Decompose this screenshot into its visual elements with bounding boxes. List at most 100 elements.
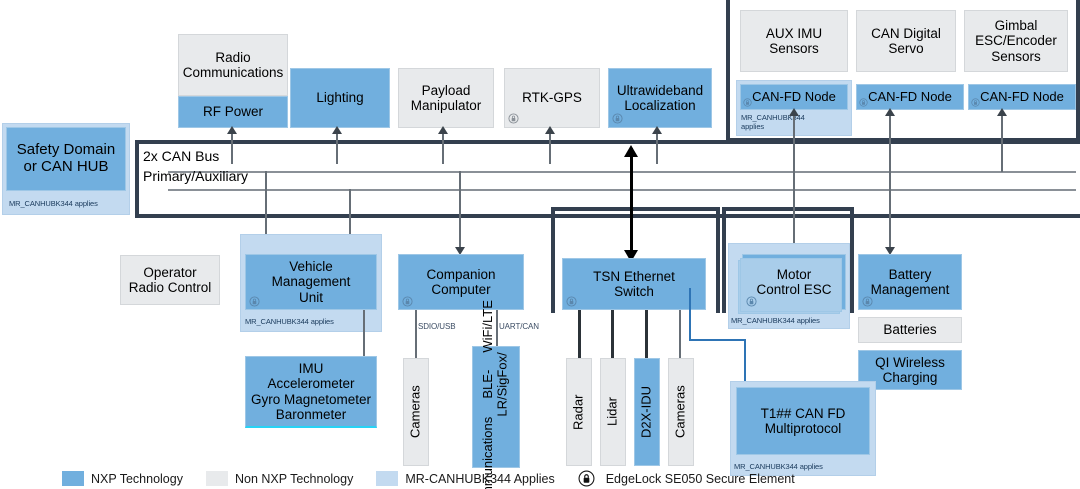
qi-wireless-charging-block[interactable]: QI Wireless Charging [858, 350, 962, 390]
ethernet-link-vertical-b [744, 339, 746, 381]
uwb-bus-line [656, 128, 658, 164]
imu-line-3: Gyro Magnetometer [250, 391, 372, 407]
companion-computer-block[interactable]: Companion Computer [398, 254, 524, 310]
rf-power-block[interactable]: RF Power [178, 96, 288, 128]
tsn-d2x-connector [645, 310, 648, 358]
tsn-switch-line-1: TSN Ethernet [593, 268, 675, 284]
can-fd-node-1-bus-arrow [789, 108, 799, 116]
communications-block[interactable]: Communications BLE-LR/SigFox/ WiFi/LTE [472, 300, 520, 489]
rtk-gps-label: RTK-GPS [522, 90, 582, 106]
edgelock-se050-icon [566, 296, 577, 307]
tsn-lidar-connector [611, 310, 614, 358]
legend-label-non-nxp: Non NXP Technology [234, 471, 354, 486]
edgelock-se050-icon [859, 98, 868, 107]
edgelock-se050-icon [743, 98, 752, 107]
batteries-block[interactable]: Batteries [858, 317, 962, 343]
cameras-tsn-block[interactable]: Cameras [668, 358, 694, 466]
can-fd-node-3-bus-arrow [997, 108, 1007, 116]
vmu-line-3: Unit [298, 289, 323, 305]
tsn-ethernet-switch-block[interactable]: TSN Ethernet Switch [562, 258, 706, 310]
operator-radio-control-block[interactable]: Operator Radio Control [120, 255, 220, 305]
edgelock-se050-icon [612, 113, 623, 124]
lidar-label: Lidar [604, 397, 620, 427]
uart-can-label: UART/CAN [499, 322, 539, 331]
legend: NXP Technology Non NXP Technology MR-CAN… [62, 470, 811, 487]
tsn-switch-bus-arrow-up [624, 145, 638, 157]
ultrawideband-localization-block[interactable]: Ultrawideband Localization [608, 68, 712, 128]
vmu-right-bus-line [349, 189, 351, 253]
motor-control-bus-line [793, 171, 795, 253]
radar-block[interactable]: Radar [566, 358, 592, 466]
motor-control-esc-block[interactable]: Motor Control ESC [738, 254, 846, 314]
payload-bus-line [442, 128, 444, 164]
edgelock-se050-icon [249, 296, 260, 307]
battery-management-line-2: Management [870, 282, 950, 297]
t1-can-fd-line-2: Multiprotocol [764, 421, 842, 436]
communications-line-3: WiFi/LTE [480, 300, 496, 353]
payload-manipulator-block[interactable]: Payload Manipulator [398, 68, 494, 128]
cameras-tsn-label: Cameras [672, 385, 688, 439]
legend-swatch-non-nxp [205, 471, 228, 486]
cameras-companion-block[interactable]: Cameras [403, 358, 429, 466]
payload-bus-arrow [438, 126, 448, 134]
operator-radio-line-2: Radio Control [128, 280, 212, 295]
safety-domain-mr-note: MR_CANHUBK344 applies [9, 199, 98, 208]
vmu-left-bus-line [265, 171, 267, 253]
can-digital-servo-block[interactable]: CAN Digital Servo [856, 10, 956, 72]
legend-label-mr-canhubk344: MR-CANHUBK344 Applies [405, 471, 555, 486]
radio-communications-block[interactable]: Radio Communications [178, 34, 288, 96]
can-fd-node-3-bus-line [1001, 110, 1003, 172]
gimbal-line-3: Sensors [991, 48, 1041, 64]
tsn-switch-bus-line [630, 148, 633, 260]
tsn-cameras-connector [679, 310, 681, 358]
can-fd-node-1[interactable]: CAN-FD Node [740, 84, 848, 110]
vehicle-management-unit-block[interactable]: Vehicle Management Unit [245, 254, 377, 310]
rtk-gps-block[interactable]: RTK-GPS [504, 68, 600, 128]
battery-management-block[interactable]: Battery Management [858, 254, 962, 310]
legend-swatch-mr-canhubk344 [376, 471, 399, 486]
can-fd-node-2[interactable]: CAN-FD Node [856, 84, 964, 110]
can-fd-node-3[interactable]: CAN-FD Node [968, 84, 1076, 110]
legend-label-edgelock: EdgeLock SE050 Secure Element [605, 471, 795, 486]
aux-imu-sensors-block[interactable]: AUX IMU Sensors [740, 10, 848, 72]
tsn-radar-connector [578, 310, 581, 358]
battery-management-line-1: Battery [888, 266, 932, 282]
rf-power-bus-arrow [227, 126, 237, 134]
companion-computer-bus-arrow [455, 247, 465, 255]
can-fd-node-2-bus-line [889, 110, 891, 172]
companion-computer-line-2: Computer [431, 282, 491, 297]
lighting-bus-line [336, 128, 338, 164]
radio-communications-line-1: Radio [215, 49, 251, 65]
gimbal-line-2: ESC/Encoder [975, 33, 1057, 49]
d2x-idu-block[interactable]: D2X-IDU [634, 358, 660, 466]
imu-line-1: IMU [298, 361, 324, 377]
imu-sensor-block[interactable]: IMU Accelerometer Gyro Magnetometer Baro… [245, 356, 377, 428]
lidar-block[interactable]: Lidar [600, 358, 626, 466]
legend-swatch-nxp [62, 471, 84, 486]
battery-management-bus-arrow [885, 247, 895, 255]
vmu-mr-note: MR_CANHUBK344 applies [245, 317, 334, 326]
can-fd-node-1-mr-note-line-1: MR_CANHUBK344 [741, 113, 805, 122]
bus-label-auxiliary: Primary/Auxiliary [143, 168, 249, 184]
lighting-block[interactable]: Lighting [290, 68, 390, 128]
operator-radio-line-1: Operator [143, 264, 197, 280]
batteries-label: Batteries [883, 322, 937, 338]
gimbal-esc-encoder-sensors-block[interactable]: Gimbal ESC/Encoder Sensors [964, 10, 1068, 72]
vmu-line-1: Vehicle [289, 259, 333, 275]
can-fd-node-2-bus-arrow [885, 108, 895, 116]
bus-label-primary: 2x CAN Bus [143, 148, 220, 164]
can-bus-primary-line [168, 171, 1076, 173]
rtk-gps-bus-line [549, 128, 551, 164]
payload-manipulator-line-2: Manipulator [410, 98, 482, 113]
ultrawideband-line-2: Localization [624, 98, 696, 113]
edgelock-se050-icon [402, 296, 413, 307]
qi-wireless-line-2: Charging [882, 370, 938, 385]
t1-can-fd-line-1: T1## CAN FD [760, 405, 846, 421]
t1-can-fd-multiprotocol-block[interactable]: T1## CAN FD Multiprotocol [736, 387, 870, 455]
companion-communications-connector [496, 310, 498, 358]
tsn-switch-line-2: Switch [614, 284, 654, 299]
safety-domain-or-can-hub[interactable]: Safety Domain or CAN HUB [6, 127, 126, 191]
d2x-idu-label: D2X-IDU [638, 386, 654, 439]
radio-communications-line-2: Communications [182, 65, 284, 80]
